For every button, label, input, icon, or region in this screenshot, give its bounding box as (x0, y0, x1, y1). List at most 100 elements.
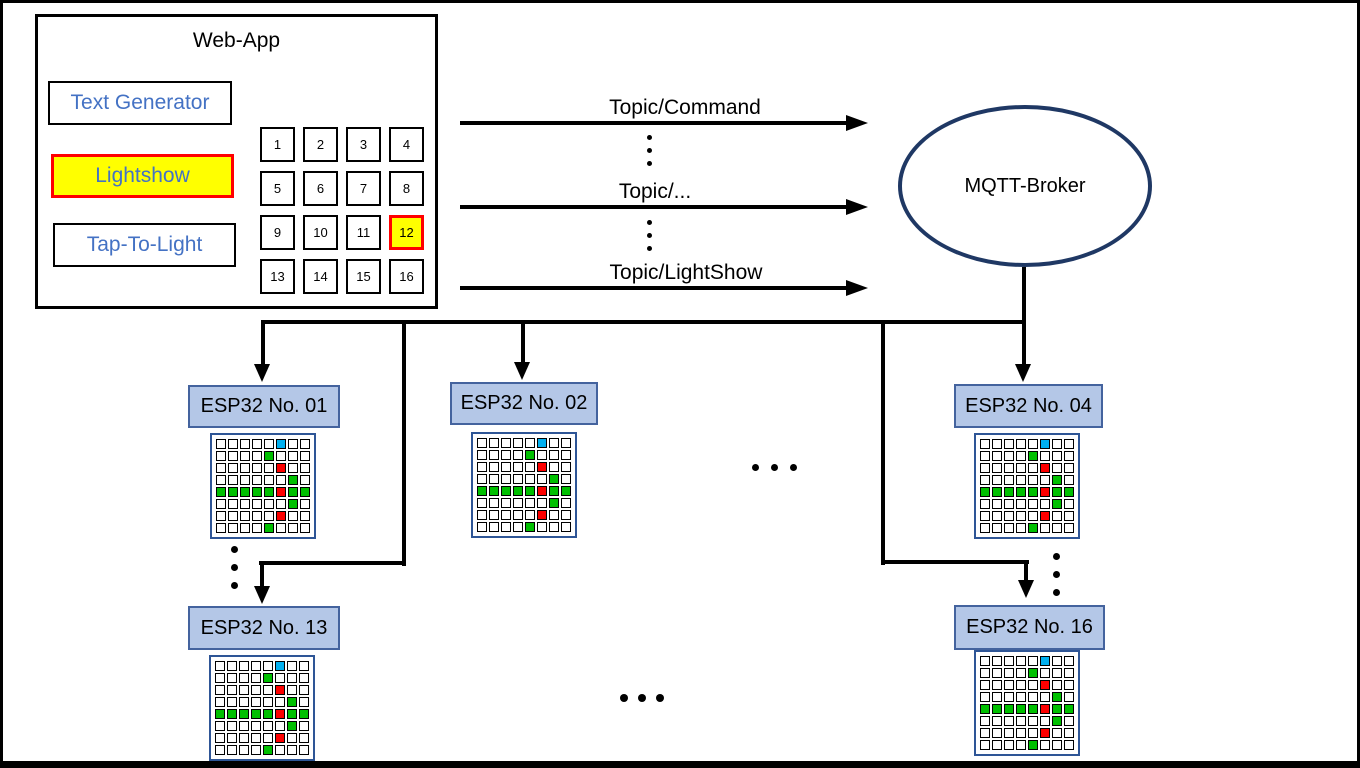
led-pixel (1064, 475, 1074, 485)
led-pixel (992, 692, 1002, 702)
led-pixel (513, 450, 523, 460)
led-pixel (992, 716, 1002, 726)
led-pixel (264, 487, 274, 497)
led-pixel (239, 697, 249, 707)
led-pixel (300, 499, 310, 509)
led-pixel (980, 704, 990, 714)
led-pixel (1004, 656, 1014, 666)
led-pixel (264, 511, 274, 521)
esp32-04-box: ESP32 No. 04 (954, 384, 1103, 428)
grid-cell-8[interactable]: 8 (389, 171, 424, 206)
lightshow-button[interactable]: Lightshow (51, 154, 234, 198)
led-pixel (980, 656, 990, 666)
grid-cell-7[interactable]: 7 (346, 171, 381, 206)
led-pixel (251, 673, 261, 683)
led-pixel (1016, 716, 1026, 726)
led-pixel (1016, 523, 1026, 533)
topic-generic-label: Topic/... (618, 180, 692, 203)
led-pixel (300, 523, 310, 533)
led-pixel (1064, 680, 1074, 690)
led-pixel (1028, 728, 1038, 738)
led-pixel (992, 463, 1002, 473)
led-pixel (252, 511, 262, 521)
grid-cell-5[interactable]: 5 (260, 171, 295, 206)
grid-cell-14[interactable]: 14 (303, 259, 338, 294)
led-pixel (240, 451, 250, 461)
led-pixel (288, 487, 298, 497)
grid-cell-13[interactable]: 13 (260, 259, 295, 294)
led-pixel (276, 523, 286, 533)
topics-ellipsis-vertical-1 (647, 135, 652, 166)
led-pixel (525, 510, 535, 520)
led-pixel (980, 680, 990, 690)
led-pixel (1016, 439, 1026, 449)
grid-cell-16[interactable]: 16 (389, 259, 424, 294)
esp32-16-led-matrix (974, 650, 1080, 756)
led-pixel (264, 451, 274, 461)
led-pixel (1028, 523, 1038, 533)
led-pixel (992, 451, 1002, 461)
arrowhead-esp02-icon (514, 362, 530, 380)
led-pixel (288, 511, 298, 521)
grid-cell-4[interactable]: 4 (389, 127, 424, 162)
led-pixel (489, 438, 499, 448)
led-pixel (980, 523, 990, 533)
led-pixel (1016, 740, 1026, 750)
grid-cell-10[interactable]: 10 (303, 215, 338, 250)
led-pixel (477, 438, 487, 448)
led-pixel (992, 728, 1002, 738)
led-pixel (276, 463, 286, 473)
led-pixel (215, 661, 225, 671)
grid-cell-3[interactable]: 3 (346, 127, 381, 162)
grid-cell-11[interactable]: 11 (346, 215, 381, 250)
led-pixel (252, 523, 262, 533)
led-pixel (1004, 668, 1014, 678)
led-pixel (980, 728, 990, 738)
led-pixel (1004, 704, 1014, 714)
led-pixel (275, 673, 285, 683)
drop-line-esp16-horizontal (881, 560, 1029, 564)
led-pixel (227, 661, 237, 671)
led-pixel (1040, 704, 1050, 714)
text-generator-button[interactable]: Text Generator (48, 81, 232, 125)
tap-to-light-button[interactable]: Tap-To-Light (53, 223, 236, 267)
led-pixel (1004, 463, 1014, 473)
led-pixel (300, 475, 310, 485)
grid-cell-9[interactable]: 9 (260, 215, 295, 250)
led-pixel (215, 745, 225, 755)
led-pixel (216, 511, 226, 521)
led-pixel (240, 499, 250, 509)
devices-ellipsis-left (231, 546, 238, 589)
led-pixel (992, 487, 1002, 497)
led-pixel (287, 745, 297, 755)
esp32-04-led-matrix (974, 433, 1080, 539)
led-pixel (1004, 680, 1014, 690)
grid-cell-2[interactable]: 2 (303, 127, 338, 162)
led-pixel (1040, 451, 1050, 461)
led-pixel (501, 474, 511, 484)
led-pixel (1052, 716, 1062, 726)
led-pixel (513, 486, 523, 496)
led-pixel (549, 450, 559, 460)
grid-cell-15[interactable]: 15 (346, 259, 381, 294)
led-pixel (980, 451, 990, 461)
led-pixel (477, 450, 487, 460)
led-pixel (489, 498, 499, 508)
led-pixel (1028, 511, 1038, 521)
grid-cell-12[interactable]: 12 (389, 215, 424, 250)
led-pixel (263, 685, 273, 695)
led-pixel (240, 475, 250, 485)
led-pixel (537, 462, 547, 472)
led-pixel (1016, 704, 1026, 714)
grid-cell-6[interactable]: 6 (303, 171, 338, 206)
led-pixel (216, 463, 226, 473)
led-pixel (276, 511, 286, 521)
led-pixel (287, 661, 297, 671)
led-pixel (477, 474, 487, 484)
led-pixel (251, 733, 261, 743)
grid-cell-1[interactable]: 1 (260, 127, 295, 162)
led-pixel (1040, 656, 1050, 666)
topic-command-arrow-line (460, 121, 848, 125)
led-pixel (1052, 463, 1062, 473)
